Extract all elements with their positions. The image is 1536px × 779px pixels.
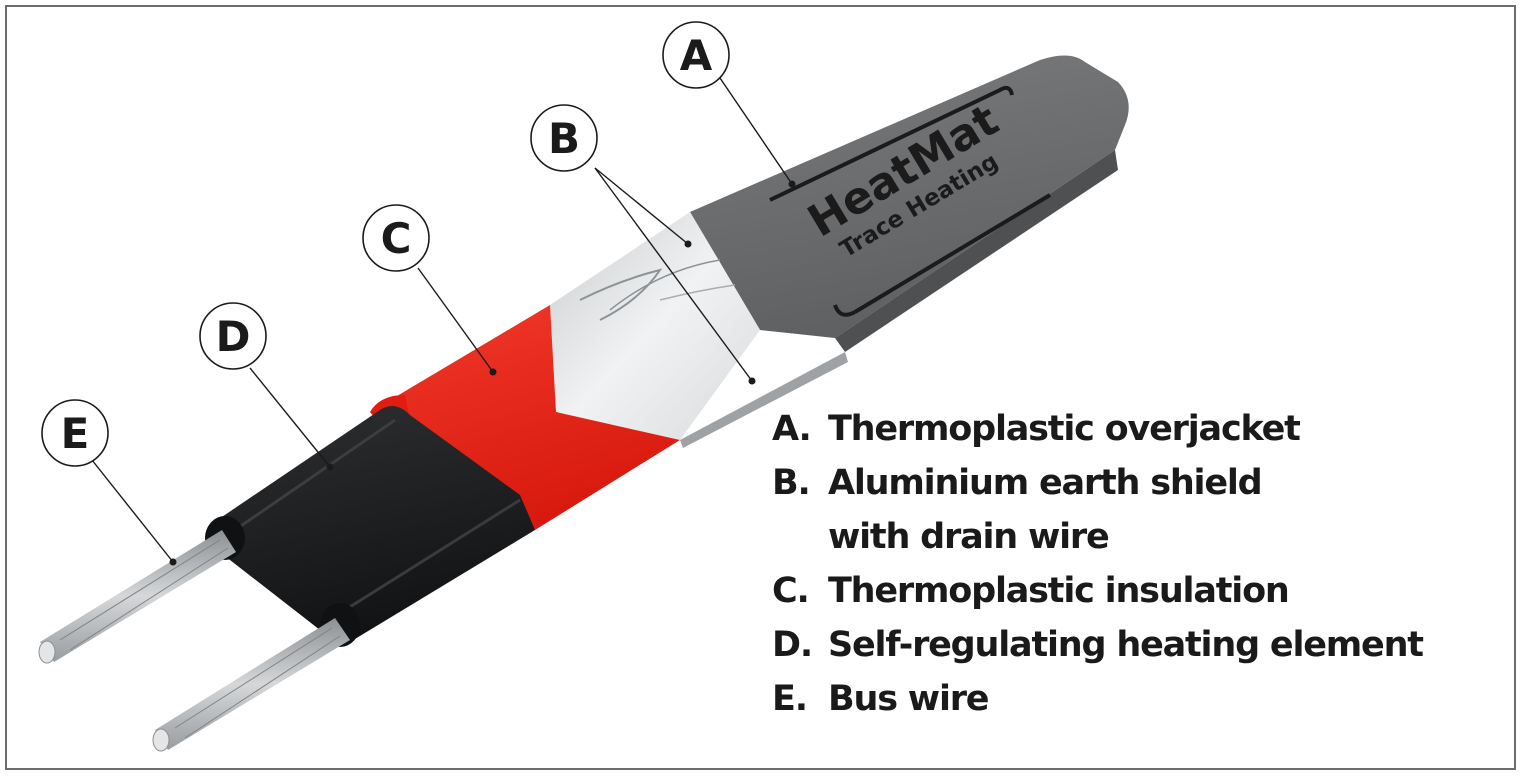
legend-item-e: E. Bus wire (772, 672, 1423, 726)
legend: A. Thermoplastic overjacket B. Aluminium e… (772, 402, 1424, 726)
legend-item-d: D. Self-regulating heating element (772, 618, 1424, 672)
legend-label: Self-regulating heating element (828, 625, 1424, 665)
foil-section (550, 212, 848, 448)
svg-text:E: E (61, 409, 90, 458)
legend-letter: C. (772, 571, 810, 611)
bus-wires (38, 530, 350, 752)
legend-item-c: C. Thermoplastic insulation (772, 564, 1423, 618)
svg-text:B: B (548, 114, 580, 163)
legend-label-continued: with drain wire (828, 517, 1110, 557)
diagram-frame (5, 5, 1516, 770)
legend-item-b: B. Aluminium earth shield (772, 456, 1423, 510)
legend-letter: A. (772, 409, 812, 449)
legend-letter: E. (772, 679, 808, 719)
legend-item-b-cont: with drain wire (772, 510, 1423, 564)
legend-letter: B. (772, 463, 811, 503)
legend-label: Thermoplastic insulation (828, 571, 1290, 611)
callout-e: E (41, 399, 109, 467)
svg-text:C: C (381, 214, 412, 263)
callout-c: C (362, 204, 430, 272)
svg-text:A: A (680, 31, 713, 80)
svg-text:D: D (216, 312, 251, 361)
legend-item-a: A. Thermoplastic overjacket (772, 402, 1423, 456)
leader-dots (169, 180, 796, 566)
callout-a: A (662, 21, 730, 89)
overjacket-section: HeatMat Trace Heating (690, 55, 1129, 352)
legend-label: Aluminium earth shield (828, 463, 1263, 503)
leader-lines (87, 77, 793, 563)
legend-label: Bus wire (828, 679, 990, 719)
callout-d: D (199, 302, 267, 370)
legend-label: Thermoplastic overjacket (828, 409, 1301, 449)
legend-letter: D. (772, 625, 813, 665)
callout-b: B (530, 104, 598, 172)
